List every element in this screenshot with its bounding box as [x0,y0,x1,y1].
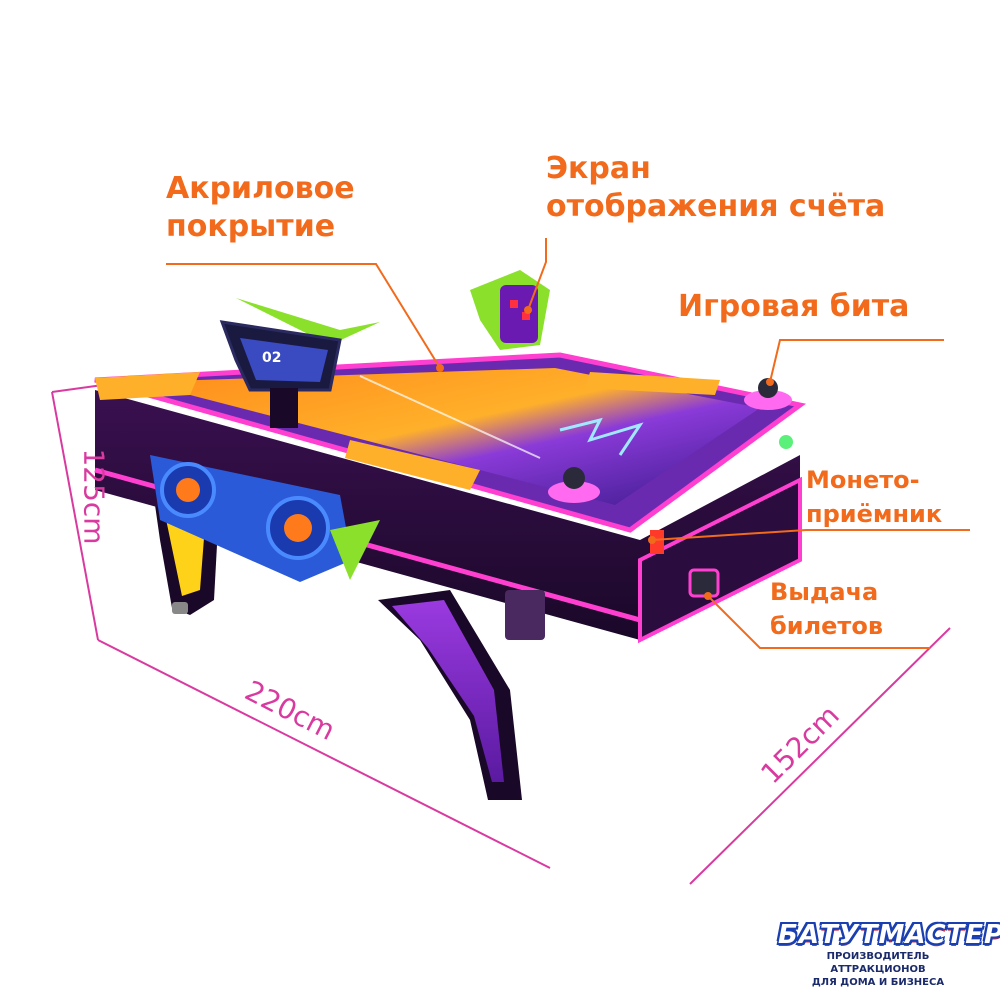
callout-coin-line2: приёмник [806,499,943,528]
callout-coin-line1: Монето- [806,466,920,494]
rail-front [345,440,480,490]
callout-ticket-dispenser: Выдача билетов [770,576,883,643]
score-display-panel [219,320,342,428]
width-line [97,639,551,869]
callout-acrylic-line2: покрытие [166,208,336,244]
depth-line [689,627,951,885]
callout-acrylic-line1: Акриловое [166,171,355,206]
leader-acrylic [166,263,441,369]
callout-screen-line2: отображения счёта [546,188,886,224]
callout-acrylic-coating: Акриловое покрытие [166,170,355,245]
panel-score-digit: 02 [262,350,281,366]
brand-logo: БАТУТМАСТЕР ПРОИЗВОДИТЕЛЬ АТТРАКЦИОНОВ Д… [778,920,1000,989]
callout-score-screen: Экран отображения счёта [546,150,885,225]
score-screen [500,285,538,343]
leader-screen [527,238,547,311]
callout-ticket-line1: Выдача [770,578,879,606]
dot-coin [648,536,656,544]
brand-tagline-1: ПРОИЗВОДИТЕЛЬ АТТРАКЦИОНОВ [826,951,930,975]
table-body-front [638,476,802,644]
callout-coin-acceptor: Монето- приёмник [806,464,942,531]
ticket-dispenser [688,568,720,598]
brand-wordmark: БАТУТМАСТЕР [778,920,1000,950]
table-body [95,390,800,640]
mallet-icon [548,378,792,503]
dimension-height: 125cm [77,448,111,545]
lightning-decal [559,417,644,456]
rail-left [95,372,200,400]
brand-tagline-2: ДЛЯ ДОМА И БИЗНЕСА [811,977,945,988]
dot-screen [524,306,532,314]
dot-mallet [766,378,774,386]
callout-game-mallet: Игровая бита [678,288,909,326]
coin-acceptor [650,530,664,554]
height-line-vertical [51,391,99,641]
leader-mallet [769,339,944,383]
callout-ticket-line2: билетов [770,611,884,640]
center-line [359,375,541,459]
callout-screen-line1: Экран [546,151,651,186]
wing-left [236,298,380,345]
dot-ticket [704,592,712,600]
leader-ticket [707,595,930,649]
callout-leaders [166,238,970,649]
rail-back [585,372,720,395]
puck-icon [779,435,793,449]
table-leg-right [378,590,522,800]
leader-coin [651,529,970,541]
callout-mallet-line1: Игровая бита [678,289,910,324]
dot-acrylic [436,364,444,372]
side-vent [505,590,545,640]
goal-speakers [150,455,380,582]
